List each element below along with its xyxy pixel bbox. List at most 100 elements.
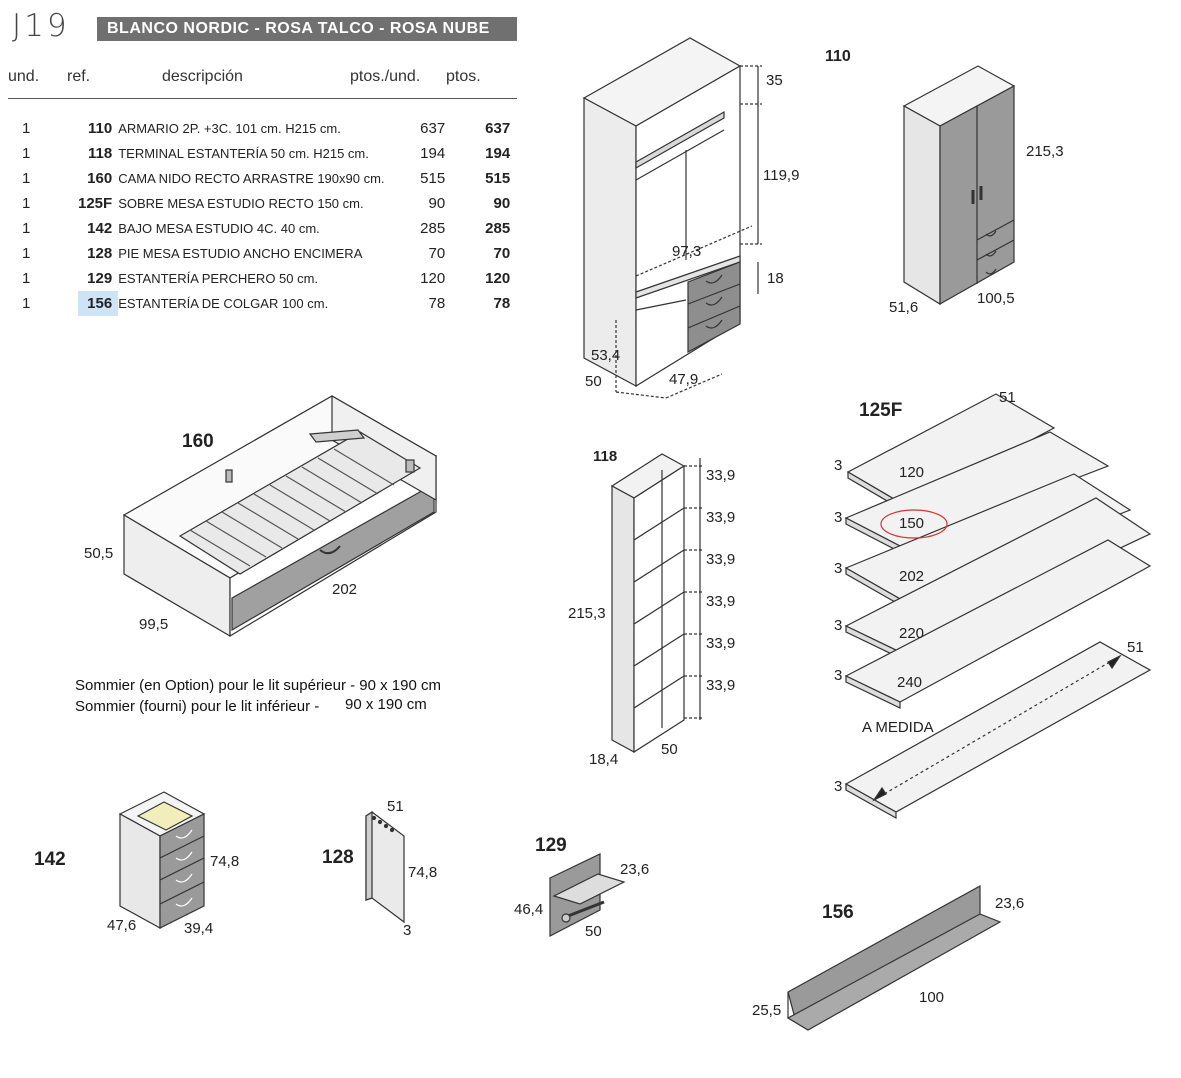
note-sommier-upper: Sommier (en Option) pour le lit supérieu… [75,677,441,694]
dim-a-medida-depth: 51 [1127,639,1144,656]
table-row: 1 118 TERMINAL ESTANTERÍA 50 cm. H215 cm. 1… [8,141,510,166]
row-points-total: 70 [493,245,511,262]
dim-129-width: 50 [585,923,602,940]
shelf-118-drawing [610,453,704,754]
row-points-unit: 515 [420,170,446,187]
row-points-unit: 120 [420,270,446,287]
label-128: 128 [322,847,354,868]
dim-125f-length: 120 [899,464,925,481]
dim-142-width: 39,4 [184,920,214,937]
row-und: 1 [22,145,31,162]
dim-125f-thickness: 3 [834,778,843,795]
row-points-unit: 285 [420,220,446,237]
shelf-129-drawing [549,853,626,937]
row-ref: 128 [87,245,113,262]
dim-142-height: 74,8 [210,853,240,870]
label-110: 110 [825,48,851,65]
label-142: 142 [34,849,66,870]
row-und: 1 [22,295,31,312]
items-table: 1 110 ARMARIO 2P. +3C. 101 cm. H215 cm. 637… [8,116,510,316]
dim-35: 35 [766,72,783,89]
dim-47-9: 47,9 [669,371,699,388]
col-ref: ref. [67,68,91,85]
dim-125f-thickness: 3 [834,509,843,526]
dim-125f-length: 240 [897,674,923,691]
shelf-156-drawing [786,884,1002,1031]
row-description: CAMA NIDO RECTO ARRASTRE 190x90 cm. [118,171,385,186]
row-ref: 156 [78,291,119,316]
label-160: 160 [182,431,214,452]
row-und: 1 [22,220,31,237]
label-118: 118 [593,448,618,465]
dim-118-spacing: 33,9 [706,467,736,484]
dim-118-depth: 18,4 [589,751,619,768]
row-und: 1 [22,270,31,287]
open-wardrobe-drawing [582,37,762,399]
dim-18: 18 [767,270,784,287]
label-156: 156 [822,902,854,923]
row-description: TERMINAL ESTANTERÍA 50 cm. H215 cm. [118,146,369,161]
row-points-total: 120 [485,270,511,287]
dim-118-spacing: 33,9 [706,677,736,694]
label-125f: 125F [859,400,903,421]
row-points-total: 637 [485,120,511,137]
leg-128-drawing [365,810,405,924]
row-description: PIE MESA ESTUDIO ANCHO ENCIMERA [118,246,363,261]
dim-110-width: 100,5 [977,290,1015,307]
row-points-unit: 194 [420,145,446,162]
dim-53-4: 53,4 [591,347,621,364]
row-description: ESTANTERÍA PERCHERO 50 cm. [118,271,319,286]
row-points-unit: 637 [420,120,446,137]
dim-125f-length: 220 [899,625,925,642]
dim-118-spacing: 33,9 [706,593,736,610]
row-und: 1 [22,120,31,137]
table-row: 1 110 ARMARIO 2P. +3C. 101 cm. H215 cm. 637… [8,116,510,141]
dim-125f-depth: 51 [999,389,1016,406]
dim-156-height: 25,5 [752,1002,782,1019]
dim-128-depth: 51 [387,798,404,815]
label-129: 129 [535,835,567,856]
dim-129-height: 46,4 [514,901,544,918]
row-ref: 110 [88,120,113,137]
row-description: ESTANTERÍA DE COLGAR 100 cm. [118,296,329,311]
dim-156-depth: 23,6 [995,895,1025,912]
note-sommier-lower: Sommier (fourni) pour le lit inférieur - [75,698,320,715]
header-rule [8,98,517,99]
dim-160-height: 50,5 [84,545,114,562]
dim-118-spacing: 33,9 [706,551,736,568]
dim-118-width: 50 [661,741,678,758]
dim-125f-thickness: 3 [834,617,843,634]
row-points-total: 78 [493,295,511,312]
row-und: 1 [22,195,31,212]
row-description: ARMARIO 2P. +3C. 101 cm. H215 cm. [118,121,341,136]
dim-97-3: 97,3 [672,243,702,260]
row-ref: 129 [87,270,113,287]
note-sommier-lower-size: 90 x 190 cm [345,696,427,713]
table-row: 1 129 ESTANTERÍA PERCHERO 50 cm. 120 120 [8,266,510,291]
row-points-total: 194 [485,145,511,162]
dim-125f-length: 202 [899,568,925,585]
dim-125f-thickness: 3 [834,667,843,684]
row-description: BAJO MESA ESTUDIO 4C. 40 cm. [118,221,320,236]
row-ref: 142 [87,220,113,237]
col-ptos-und: ptos./und. [350,68,421,85]
dim-110-height: 215,3 [1026,143,1064,160]
dim-128-height: 74,8 [408,864,438,881]
wardrobe-110-drawing [902,65,1016,306]
table-row: 1 142 BAJO MESA ESTUDIO 4C. 40 cm. 285 285 [8,216,510,241]
dim-156-width: 100 [919,989,945,1006]
dim-128-width: 3 [403,922,412,939]
dim-110-depth: 51,6 [889,299,919,316]
row-description: SOBRE MESA ESTUDIO RECTO 150 cm. [118,196,364,211]
dim-160-length: 202 [332,581,358,598]
row-ref: 118 [88,145,113,162]
dim-125f-thickness: 3 [834,560,843,577]
row-points-total: 285 [485,220,511,237]
dim-118-spacing: 33,9 [706,509,736,526]
col-ptos: ptos. [446,68,481,85]
